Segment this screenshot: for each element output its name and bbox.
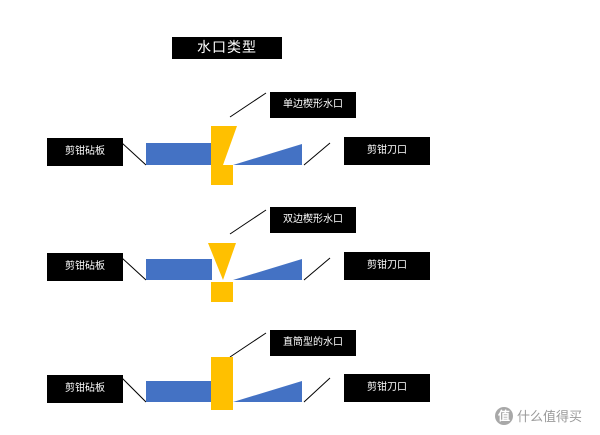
anvil-label: 剪钳砧板 xyxy=(47,375,123,403)
section-single-wedge xyxy=(121,92,331,185)
anvil-leader-line xyxy=(121,142,147,166)
blade-wedge xyxy=(233,259,302,280)
gate-double-wedge-top xyxy=(208,243,236,280)
watermark-logo-icon: 值 xyxy=(494,406,513,425)
blade-label: 剪钳刀口 xyxy=(344,137,430,165)
blade-leader-line xyxy=(303,257,331,281)
section-straight xyxy=(121,332,331,410)
anvil-block xyxy=(146,143,212,165)
blade-leader-line xyxy=(303,142,331,166)
anvil-leader-line xyxy=(121,257,147,281)
gate-straight xyxy=(211,357,233,410)
blade-label: 剪钳刀口 xyxy=(344,252,430,280)
blade-wedge xyxy=(233,381,302,402)
anvil-block xyxy=(146,381,212,402)
gate-single-wedge xyxy=(211,126,237,185)
anvil-block xyxy=(146,259,212,280)
anvil-label: 剪钳砧板 xyxy=(47,253,123,281)
gate-leader-line xyxy=(229,332,267,358)
watermark: 值 什么值得买 xyxy=(494,406,582,425)
blade-leader-line xyxy=(303,377,331,403)
gate-label: 单边楔形水口 xyxy=(270,92,356,118)
watermark-text: 什么值得买 xyxy=(516,410,582,425)
blade-wedge xyxy=(233,144,302,165)
gate-label: 直筒型的水口 xyxy=(270,330,356,356)
gate-double-wedge-base xyxy=(211,282,233,302)
gate-label: 双边楔形水口 xyxy=(270,207,356,233)
gate-leader-line xyxy=(229,209,267,235)
anvil-leader-line xyxy=(121,377,147,403)
anvil-label: 剪钳砧板 xyxy=(47,138,123,166)
section-double-wedge xyxy=(121,209,331,302)
diagram-title: 水口类型 xyxy=(172,37,282,59)
blade-label: 剪钳刀口 xyxy=(344,374,430,402)
gate-leader-line xyxy=(229,92,267,118)
